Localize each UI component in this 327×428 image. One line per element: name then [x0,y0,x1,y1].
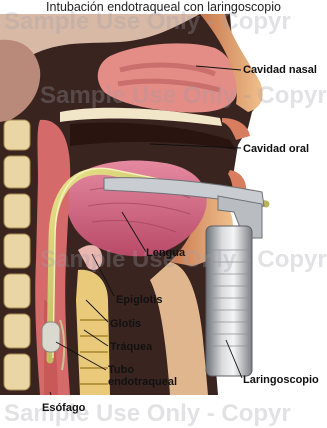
label-glotis: Glotis [110,318,141,330]
label-cavidad-nasal: Cavidad nasal [243,64,317,76]
label-cavidad-oral: Cavidad oral [243,143,309,155]
label-tubo-line2: endotraqueal [108,376,177,388]
diagram-title: Intubación endotraqueal con laringoscopi… [0,0,327,14]
label-lengua: Lengua [146,247,185,259]
label-laringoscopio: Laringoscopio [243,374,319,386]
larynx [76,270,110,395]
tube-cuff [42,322,60,352]
laryngoscope-handle [206,226,252,376]
label-traquea: Tráquea [110,341,152,353]
label-esofago: Esófago [42,402,85,414]
label-epiglotis: Epiglotis [116,294,162,306]
label-tubo-line1: Tubo [108,364,134,376]
